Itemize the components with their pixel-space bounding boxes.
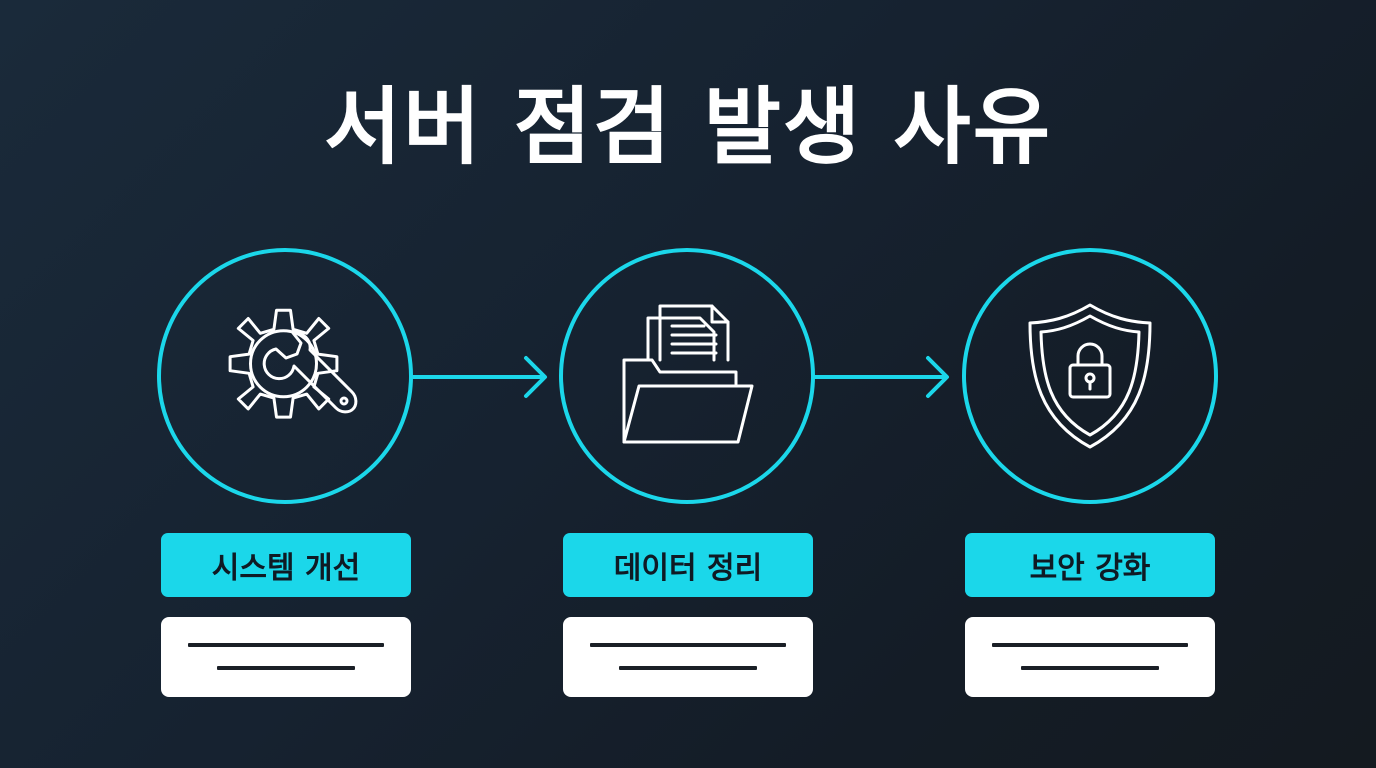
step-label-system: 시스템 개선 bbox=[161, 533, 411, 597]
placeholder-line bbox=[619, 666, 757, 670]
step-card-1 bbox=[161, 617, 411, 697]
step-circle-2 bbox=[559, 248, 815, 504]
arrow-1 bbox=[411, 356, 547, 398]
step-label-text: 시스템 개선 bbox=[211, 551, 361, 586]
shield-lock-icon bbox=[1028, 303, 1152, 449]
placeholder-line bbox=[590, 643, 786, 647]
step-circle-3 bbox=[962, 248, 1218, 504]
step-label-text: 보안 강화 bbox=[1029, 551, 1151, 586]
gear-wrench-icon bbox=[228, 308, 358, 419]
arrow-2 bbox=[813, 356, 949, 398]
placeholder-line bbox=[188, 643, 384, 647]
page-title: 서버 점검 발생 사유 bbox=[324, 78, 1052, 176]
step-label-security: 보안 강화 bbox=[965, 533, 1215, 597]
step-card-2 bbox=[563, 617, 813, 697]
placeholder-line bbox=[1021, 666, 1159, 670]
folder-documents-icon bbox=[622, 304, 754, 444]
step-card-3 bbox=[965, 617, 1215, 697]
step-circle-1 bbox=[157, 248, 413, 504]
step-label-text: 데이터 정리 bbox=[613, 551, 763, 586]
placeholder-line bbox=[217, 666, 355, 670]
placeholder-line bbox=[992, 643, 1188, 647]
step-label-data: 데이터 정리 bbox=[563, 533, 813, 597]
